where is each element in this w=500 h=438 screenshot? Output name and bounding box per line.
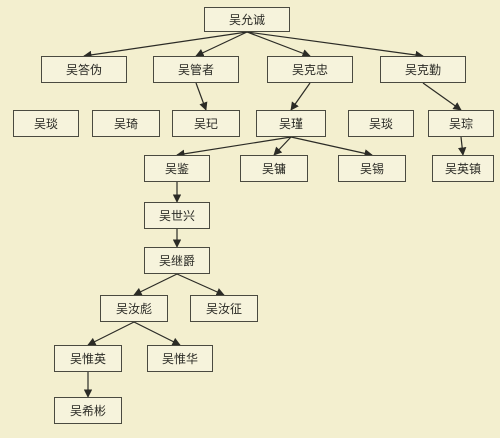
edge-keqin-to-cong [422, 82, 462, 111]
node-wu-weihua: 吴惟华 [147, 345, 213, 372]
edge-yunzheng-to-kezhong [246, 31, 311, 58]
node-wu-jian: 吴鉴 [144, 155, 210, 182]
node-wu-yingzhen: 吴英镇 [432, 155, 494, 182]
node-wu-shixing: 吴世兴 [144, 202, 210, 229]
node-wu-guanzhe: 吴管者 [153, 56, 239, 83]
edge-rubiao-to-weiying [87, 321, 135, 346]
edge-jin-to-jian [176, 136, 292, 158]
edge-kezhong-to-jin [290, 82, 311, 111]
node-wu-xibin: 吴希彬 [54, 397, 122, 424]
edge-yunzheng-to-dawei [83, 31, 248, 60]
edge-yunzheng-to-keqin [246, 31, 424, 60]
node-wu-jijue: 吴继爵 [144, 247, 210, 274]
node-wu-yong: 吴镛 [240, 155, 308, 182]
node-wu-kezhong: 吴克忠 [267, 56, 353, 83]
node-wu-yuncheng: 吴允诚 [204, 7, 290, 32]
node-wu-yan: 吴琰 [348, 110, 414, 137]
node-wu-qi: 吴琦 [92, 110, 160, 137]
edge-yunzheng-to-guanzhe [195, 31, 248, 57]
node-wu-keqin: 吴克勤 [380, 56, 466, 83]
node-wu-xi: 吴锡 [338, 155, 406, 182]
node-wu-tan: 吴琰 [13, 110, 79, 137]
node-wu-ruzheng: 吴汝征 [190, 295, 258, 322]
node-wu-dawei: 吴答伪 [41, 56, 127, 83]
edge-jin-to-yong [273, 136, 292, 156]
edge-guanzhe-to-ji [195, 82, 208, 111]
node-wu-rubiao: 吴汝彪 [100, 295, 168, 322]
edge-rubiao-to-weihua [133, 321, 181, 346]
node-wu-jin: 吴瑾 [256, 110, 326, 137]
edge-jin-to-xi [290, 136, 373, 158]
node-wu-ji: 吴玘 [172, 110, 240, 137]
edge-jijue-to-rubiao [133, 273, 178, 296]
edge-jijue-to-ruzheng [176, 273, 225, 296]
node-wu-weiying: 吴惟英 [54, 345, 122, 372]
node-wu-cong: 吴琮 [428, 110, 494, 137]
edge-cong-to-yingzhen [457, 136, 467, 156]
